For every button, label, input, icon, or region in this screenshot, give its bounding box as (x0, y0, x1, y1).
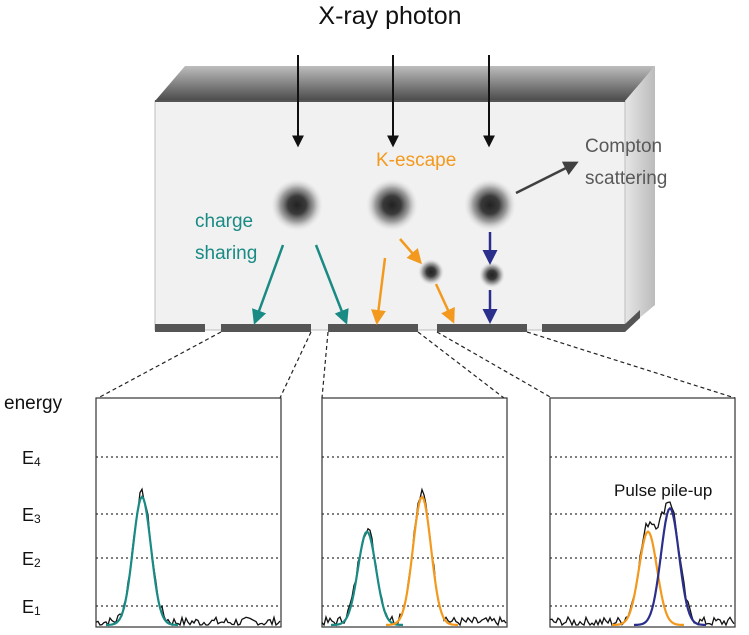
detector-side-face (625, 66, 655, 330)
charge-cloud (366, 179, 418, 231)
energy-level-label: E1 (22, 597, 41, 618)
pixel-electrode (328, 324, 418, 332)
charge-sharing-arrow (252, 244, 285, 325)
spectrum-panel-right (549, 397, 736, 628)
detector-top-face (155, 66, 655, 101)
pixel-electrode (437, 324, 527, 332)
charge-sharing-arrow (314, 244, 349, 325)
peak-charge-sharing (330, 530, 404, 627)
charge-cloud (464, 179, 516, 231)
spectrum-panel-middle (321, 397, 508, 628)
k-escape-arrow (434, 283, 455, 324)
compton-label-1: Compton (585, 136, 662, 157)
peak-k-escape (385, 495, 459, 627)
charge-sharing-label-2: sharing (195, 243, 257, 264)
energy-level-label: E3 (22, 505, 41, 526)
projection-lines (97, 331, 736, 399)
charge-sharing-label-1: charge (195, 211, 253, 232)
energy-level-label: E2 (22, 549, 41, 570)
title: X-ray photon (318, 2, 461, 30)
pixel-electrode (542, 324, 625, 332)
compton-arrow (515, 161, 579, 195)
charge-cloud-small (418, 259, 444, 285)
charge-cloud-small (479, 262, 505, 288)
k-escape-arrow (371, 257, 387, 325)
pulse-pileup-label: Pulse pile-up (614, 481, 712, 500)
energy-level-label: E4 (22, 448, 41, 469)
peak-charge-sharing (105, 495, 179, 627)
energy-axis-title: energy (4, 393, 63, 414)
peak-k-escape (611, 530, 685, 627)
k-escape-label: K-escape (376, 150, 456, 171)
k-escape-arrow (399, 238, 422, 265)
charge-cloud (271, 179, 323, 231)
spectrum-panel-left (95, 397, 282, 628)
peak-pileup (633, 506, 707, 627)
pixel-electrode (221, 324, 311, 332)
compton-label-2: scattering (585, 168, 667, 189)
pixel-electrode (155, 324, 205, 332)
